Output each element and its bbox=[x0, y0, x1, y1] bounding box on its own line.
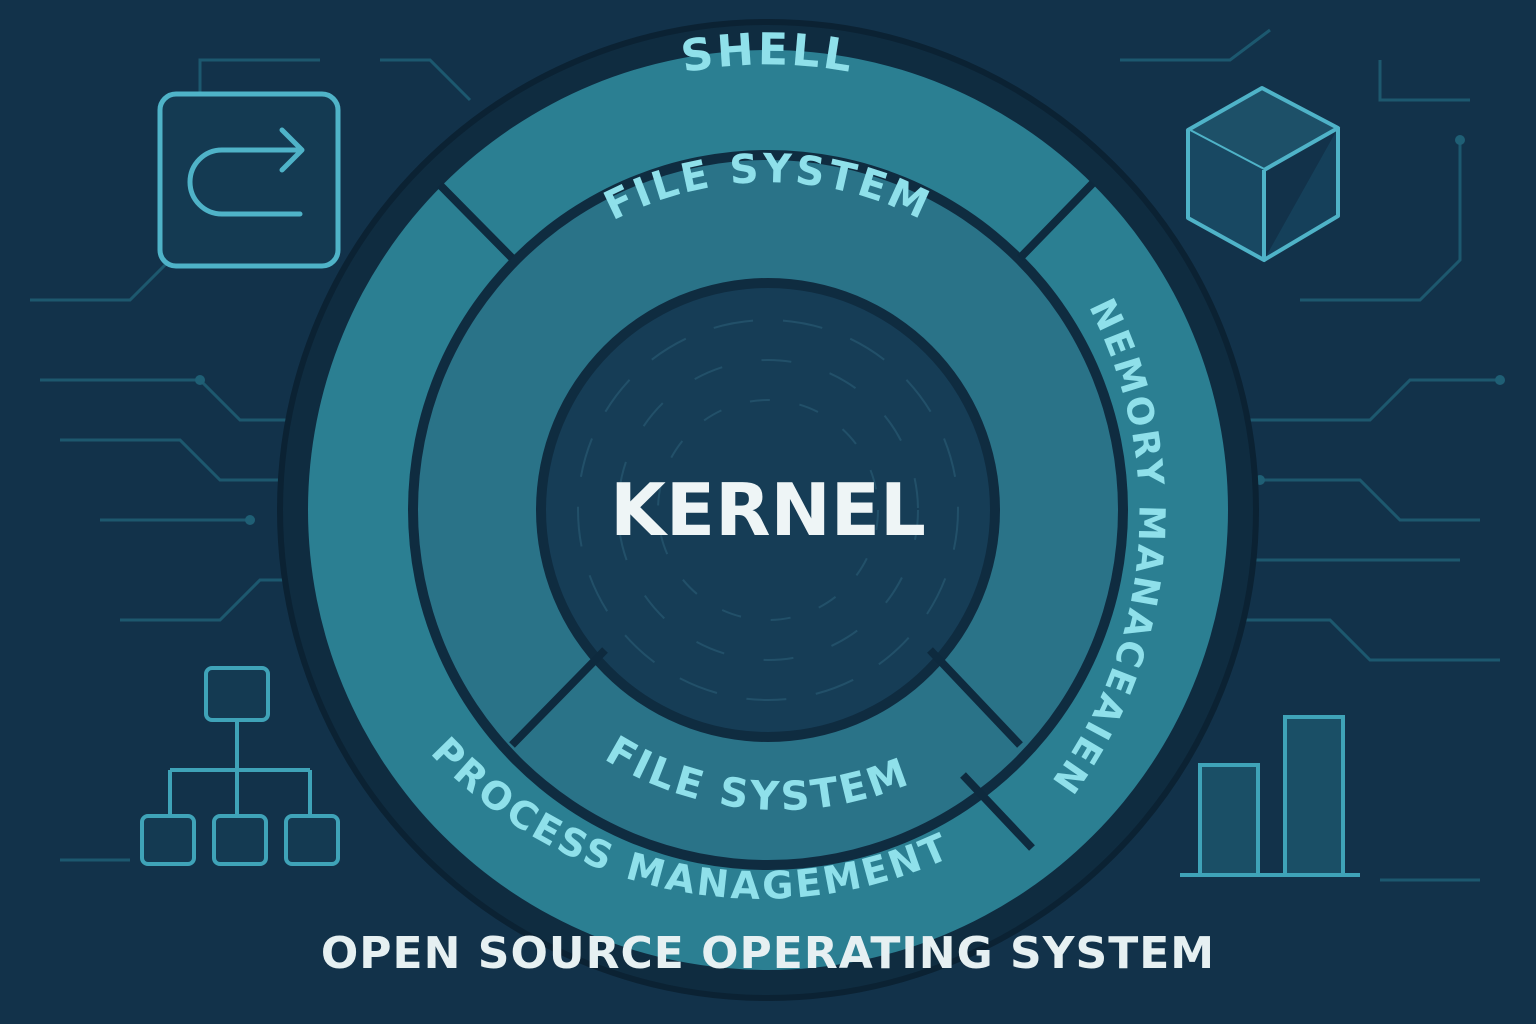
cube-icon bbox=[1186, 86, 1340, 262]
redo-arrow-icon bbox=[157, 91, 341, 269]
ring-dividers bbox=[437, 180, 1096, 851]
circuit-lines bbox=[30, 28, 1500, 882]
diagram-title: OPEN SOURCE OPERATING SYSTEM bbox=[320, 928, 1216, 979]
kernel-label: KERNEL bbox=[610, 468, 926, 552]
bar-chart-icon bbox=[1180, 715, 1360, 877]
kernel-core bbox=[546, 288, 990, 732]
core-swirl bbox=[577, 319, 959, 701]
shell-label: SHELL bbox=[678, 24, 859, 83]
hierarchy-tree-icon bbox=[140, 666, 340, 866]
